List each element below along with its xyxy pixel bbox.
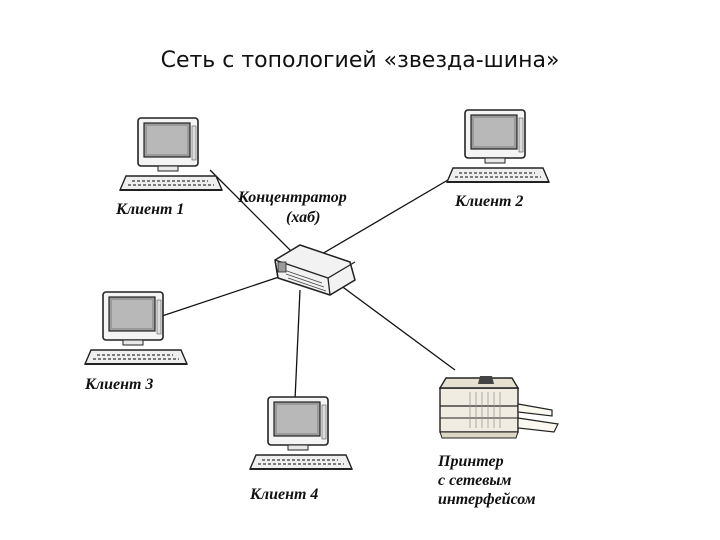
cable-client-4 (294, 289, 301, 401)
cable-client-3 (149, 269, 301, 321)
printer-label-line1: Принтер (438, 453, 504, 470)
client-4-computer-icon (249, 396, 353, 470)
cable-printer (339, 284, 456, 371)
cable-client-1 (209, 169, 306, 266)
client-1-computer-icon (119, 117, 223, 191)
client-4-label: Клиент 4 (250, 486, 319, 503)
client-2-label: Клиент 2 (455, 193, 524, 210)
hub-label-line2: (хаб) (286, 209, 321, 226)
printer-label-line2: с сетевым (438, 472, 512, 489)
client-2-computer-icon (446, 109, 550, 183)
network-cables (149, 169, 466, 401)
hub-label-line1: Концентратор (238, 189, 347, 206)
client-3-computer-icon (84, 291, 188, 365)
page-title: Сеть с топологией «звезда-шина» (160, 48, 560, 73)
printer-label-line3: интерфейсом (438, 491, 536, 508)
hub-icon (274, 244, 356, 296)
cable-client-2 (314, 169, 466, 259)
client-1-label: Клиент 1 (116, 201, 185, 218)
printer-icon (438, 376, 559, 439)
client-3-label: Клиент 3 (85, 376, 154, 393)
